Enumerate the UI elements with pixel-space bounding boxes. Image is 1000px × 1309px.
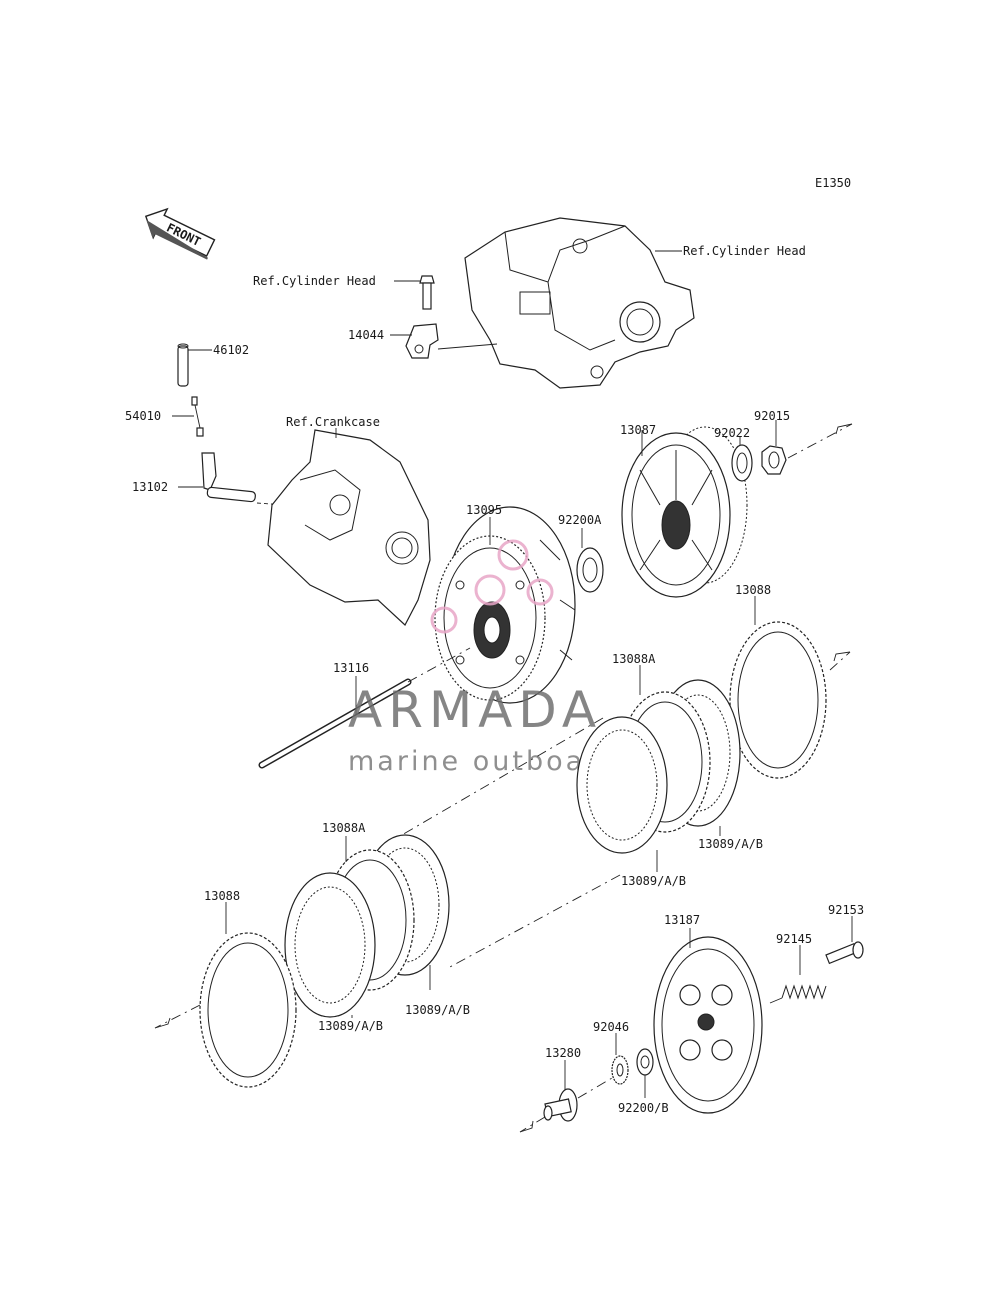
spring-92145 <box>769 984 827 1004</box>
label-13089-bottom2: 13089/A/B <box>405 1003 470 1017</box>
pipe-46102 <box>177 343 189 387</box>
bearing-92046 <box>611 1055 629 1085</box>
label-92153: 92153 <box>828 903 864 917</box>
cylinder-head-bolt <box>419 275 435 310</box>
friction-plate-13088-bottom <box>199 932 297 1088</box>
label-46102: 46102 <box>213 343 249 357</box>
push-rod-13116 <box>258 678 412 769</box>
cylinder-head-ref <box>464 217 695 389</box>
washer-92022 <box>731 444 753 482</box>
label-13088-top: 13088 <box>735 583 771 597</box>
bracket-14044 <box>405 323 439 359</box>
label-54010: 54010 <box>125 409 161 423</box>
bolt-92153 <box>825 941 864 965</box>
label-92145: 92145 <box>776 932 812 946</box>
friction-plate-13088-top <box>729 621 827 779</box>
steel-plate-13089-top1 <box>576 716 668 854</box>
crankcase-ref <box>267 429 431 626</box>
label-13095: 13095 <box>466 503 502 517</box>
ref-cylinder-head-label: Ref.Cylinder Head <box>683 244 806 258</box>
label-92046: 92046 <box>593 1020 629 1034</box>
cable-54010 <box>191 396 204 437</box>
label-13088A-top: 13088A <box>612 652 656 666</box>
ref-crankcase-label: Ref.Crankcase <box>286 415 380 429</box>
pressure-plate-13187 <box>653 936 763 1114</box>
label-13087: 13087 <box>620 423 656 437</box>
label-13116: 13116 <box>333 661 369 675</box>
label-13102: 13102 <box>132 480 168 494</box>
label-92200A: 92200A <box>558 513 602 527</box>
clutch-housing-13095 <box>434 506 576 704</box>
watermark-brand: ARMADA <box>348 681 602 739</box>
watermark-logo-icon <box>430 539 554 634</box>
label-13088A-bottom: 13088A <box>322 821 366 835</box>
label-92022: 92022 <box>714 426 750 440</box>
label-13089-top1: 13089/A/B <box>621 874 686 888</box>
gear-13087 <box>621 426 748 598</box>
label-13088-bottom: 13088 <box>204 889 240 903</box>
ref-cylinder-head-bolt-label: Ref.Cylinder Head <box>253 274 376 288</box>
label-13089-top2: 13089/A/B <box>698 837 763 851</box>
push-piece-13280 <box>543 1088 578 1122</box>
washer-92200B <box>636 1048 654 1076</box>
spacer-92200A <box>576 547 604 593</box>
label-13187: 13187 <box>664 913 700 927</box>
label-14044: 14044 <box>348 328 384 342</box>
label-13280: 13280 <box>545 1046 581 1060</box>
label-92015: 92015 <box>754 409 790 423</box>
steel-plate-13089-bottom1 <box>284 872 376 1018</box>
front-arrow-icon: FRONT <box>144 207 216 260</box>
label-92200B: 92200/B <box>618 1101 669 1115</box>
diagram-code: E1350 <box>815 176 851 190</box>
label-13089-bottom1: 13089/A/B <box>318 1019 383 1033</box>
release-shaft-13102 <box>201 452 256 503</box>
nut-92015 <box>761 445 787 475</box>
